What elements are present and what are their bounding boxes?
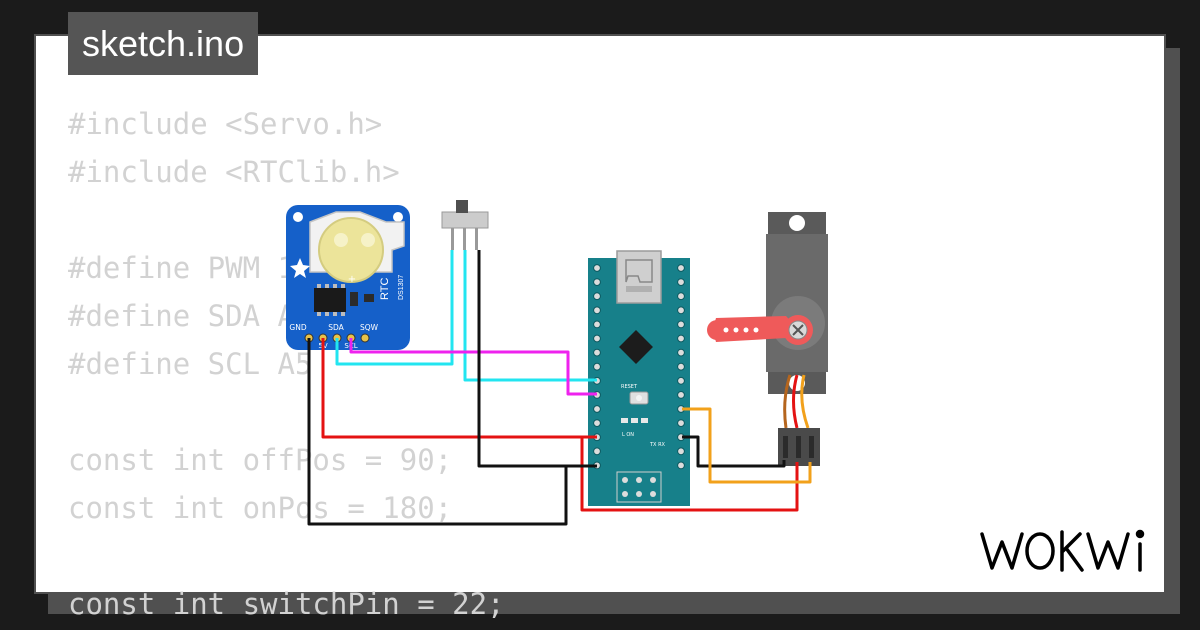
wokwi-logo — [980, 529, 1145, 572]
rtc-module[interactable]: + RTC DS1307 GND 5V SDA SCL SQW — [286, 205, 410, 350]
rtc-pin-label: SDA — [328, 323, 344, 332]
nano-header-pin[interactable] — [593, 292, 601, 301]
code-line: #define SDA A4 — [68, 299, 313, 333]
rtc-part-label: DS1307 — [398, 275, 405, 300]
nano-header-pin[interactable] — [593, 306, 601, 315]
code-line: const int offPos = 90; — [68, 443, 453, 477]
svg-text:+: + — [348, 274, 356, 285]
nano-header-pin[interactable] — [593, 419, 601, 428]
nano-header-pin[interactable] — [677, 264, 685, 272]
code-line: #define SCL A5 — [68, 347, 313, 381]
code-line: #include <Servo.h> — [68, 107, 383, 141]
reset-label: RESET — [621, 384, 638, 390]
nano-header-pin[interactable] — [677, 419, 685, 428]
code-line: const int switchPin = 22; — [68, 587, 505, 621]
rtc-pin-label: SQW — [360, 323, 379, 332]
arduino-nano-board[interactable]: RESET L ON TX RX — [588, 250, 690, 506]
wires — [307, 250, 812, 526]
nano-header-pin[interactable] — [677, 320, 685, 329]
rtc-pin-label: GND — [289, 323, 306, 332]
nano-header-pin[interactable] — [677, 278, 685, 287]
txrx-label: TX RX — [649, 442, 666, 448]
nano-header-pin[interactable] — [593, 405, 601, 413]
servo-motor[interactable] — [707, 212, 828, 466]
nano-header-pin[interactable] — [593, 320, 601, 329]
nano-header-pin[interactable] — [593, 348, 601, 357]
nano-header-pin[interactable] — [677, 334, 685, 343]
nano-header-pin[interactable] — [593, 278, 601, 287]
nano-header-pin[interactable] — [593, 334, 601, 343]
code-line: const int onPos = 180; — [68, 491, 453, 525]
code-line: #define PWM 10 — [68, 251, 313, 285]
star-icon — [290, 258, 310, 278]
code-line: #include <RTClib.h> — [68, 155, 400, 189]
nano-header-pin[interactable] — [677, 391, 685, 399]
slide-switch[interactable] — [441, 200, 489, 250]
nano-header-pin[interactable] — [677, 348, 685, 357]
rtc-chip-label: RTC — [379, 278, 391, 300]
nano-header-pin[interactable] — [593, 447, 601, 456]
nano-header-pin[interactable] — [593, 264, 601, 272]
nano-header-pin[interactable] — [677, 306, 685, 315]
nano-header-pin[interactable] — [677, 461, 685, 470]
led-label: L ON — [622, 432, 634, 438]
nano-header-pin[interactable] — [677, 447, 685, 456]
nano-header-pin[interactable] — [593, 362, 601, 371]
nano-header-pin[interactable] — [677, 292, 685, 301]
code-background: #include <Servo.h> #include <RTClib.h> #de… — [68, 100, 505, 628]
nano-header-pin[interactable] — [677, 376, 685, 385]
nano-header-pin[interactable] — [677, 362, 685, 371]
file-tab[interactable]: sketch.ino — [68, 12, 259, 75]
